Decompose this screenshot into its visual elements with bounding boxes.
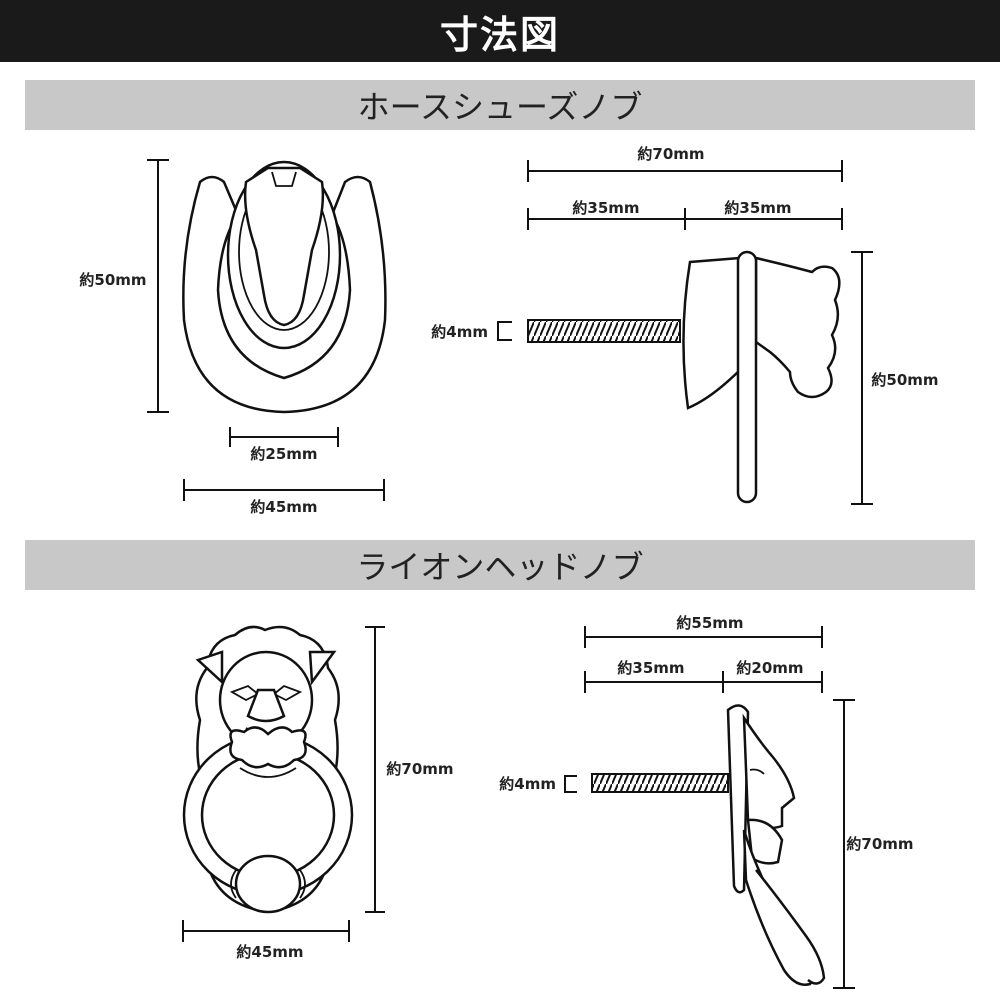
dimension-screw-diameter-horseshoe: 約4mm [431,321,512,341]
label-screw-diameter-horseshoe: 約4mm [431,323,488,341]
dimension-screw-length-horseshoe: 約35mm [527,199,686,230]
label-screw-diameter-lion: 約4mm [499,775,556,793]
dimension-width-lion: 約45mm [182,920,350,961]
dimension-inner-width-horseshoe: 約25mm [229,427,339,463]
dimension-knob-depth-lion: 約20mm [723,659,823,693]
dimension-height-side-horseshoe: 約50mm [851,251,939,505]
label-depth-total-horseshoe: 約70mm [637,145,704,163]
section-header-lion: ライオンヘッドノブ [25,540,975,590]
dimension-screw-diameter-lion: 約4mm [499,775,577,793]
page-title: 寸法図 [0,0,1000,62]
lion-side-view [591,704,826,986]
label-depth-total-lion: 約55mm [676,614,743,632]
dimension-depth-total-lion: 約55mm [584,614,823,648]
horseshoe-front-view [182,160,387,414]
label-width-horseshoe: 約45mm [250,498,317,516]
label-knob-depth-horseshoe: 約35mm [724,199,791,217]
label-height-side-lion: 約70mm [846,835,913,853]
label-knob-depth-lion: 約20mm [736,659,803,677]
label-height-front-horseshoe: 約50mm [79,271,146,289]
dimension-height-front-horseshoe: 約50mm [79,159,169,413]
dimension-knob-depth-horseshoe: 約35mm [685,199,843,230]
section-header-horseshoe: ホースシューズノブ [25,80,975,130]
dimension-height-front-lion: 約70mm [365,626,454,913]
dimension-screw-length-lion: 約35mm [584,659,724,693]
label-screw-length-horseshoe: 約35mm [572,199,639,217]
horseshoe-side-view [527,250,841,504]
dimension-depth-total-horseshoe: 約70mm [527,145,843,182]
label-screw-length-lion: 約35mm [617,659,684,677]
dimension-width-horseshoe: 約45mm [183,479,385,516]
label-inner-width-horseshoe: 約25mm [250,445,317,463]
lion-front-view [182,625,354,914]
label-height-side-horseshoe: 約50mm [871,371,938,389]
label-width-lion: 約45mm [236,943,303,961]
dimension-height-side-lion: 約70mm [833,699,914,989]
label-height-front-lion: 約70mm [386,760,453,778]
